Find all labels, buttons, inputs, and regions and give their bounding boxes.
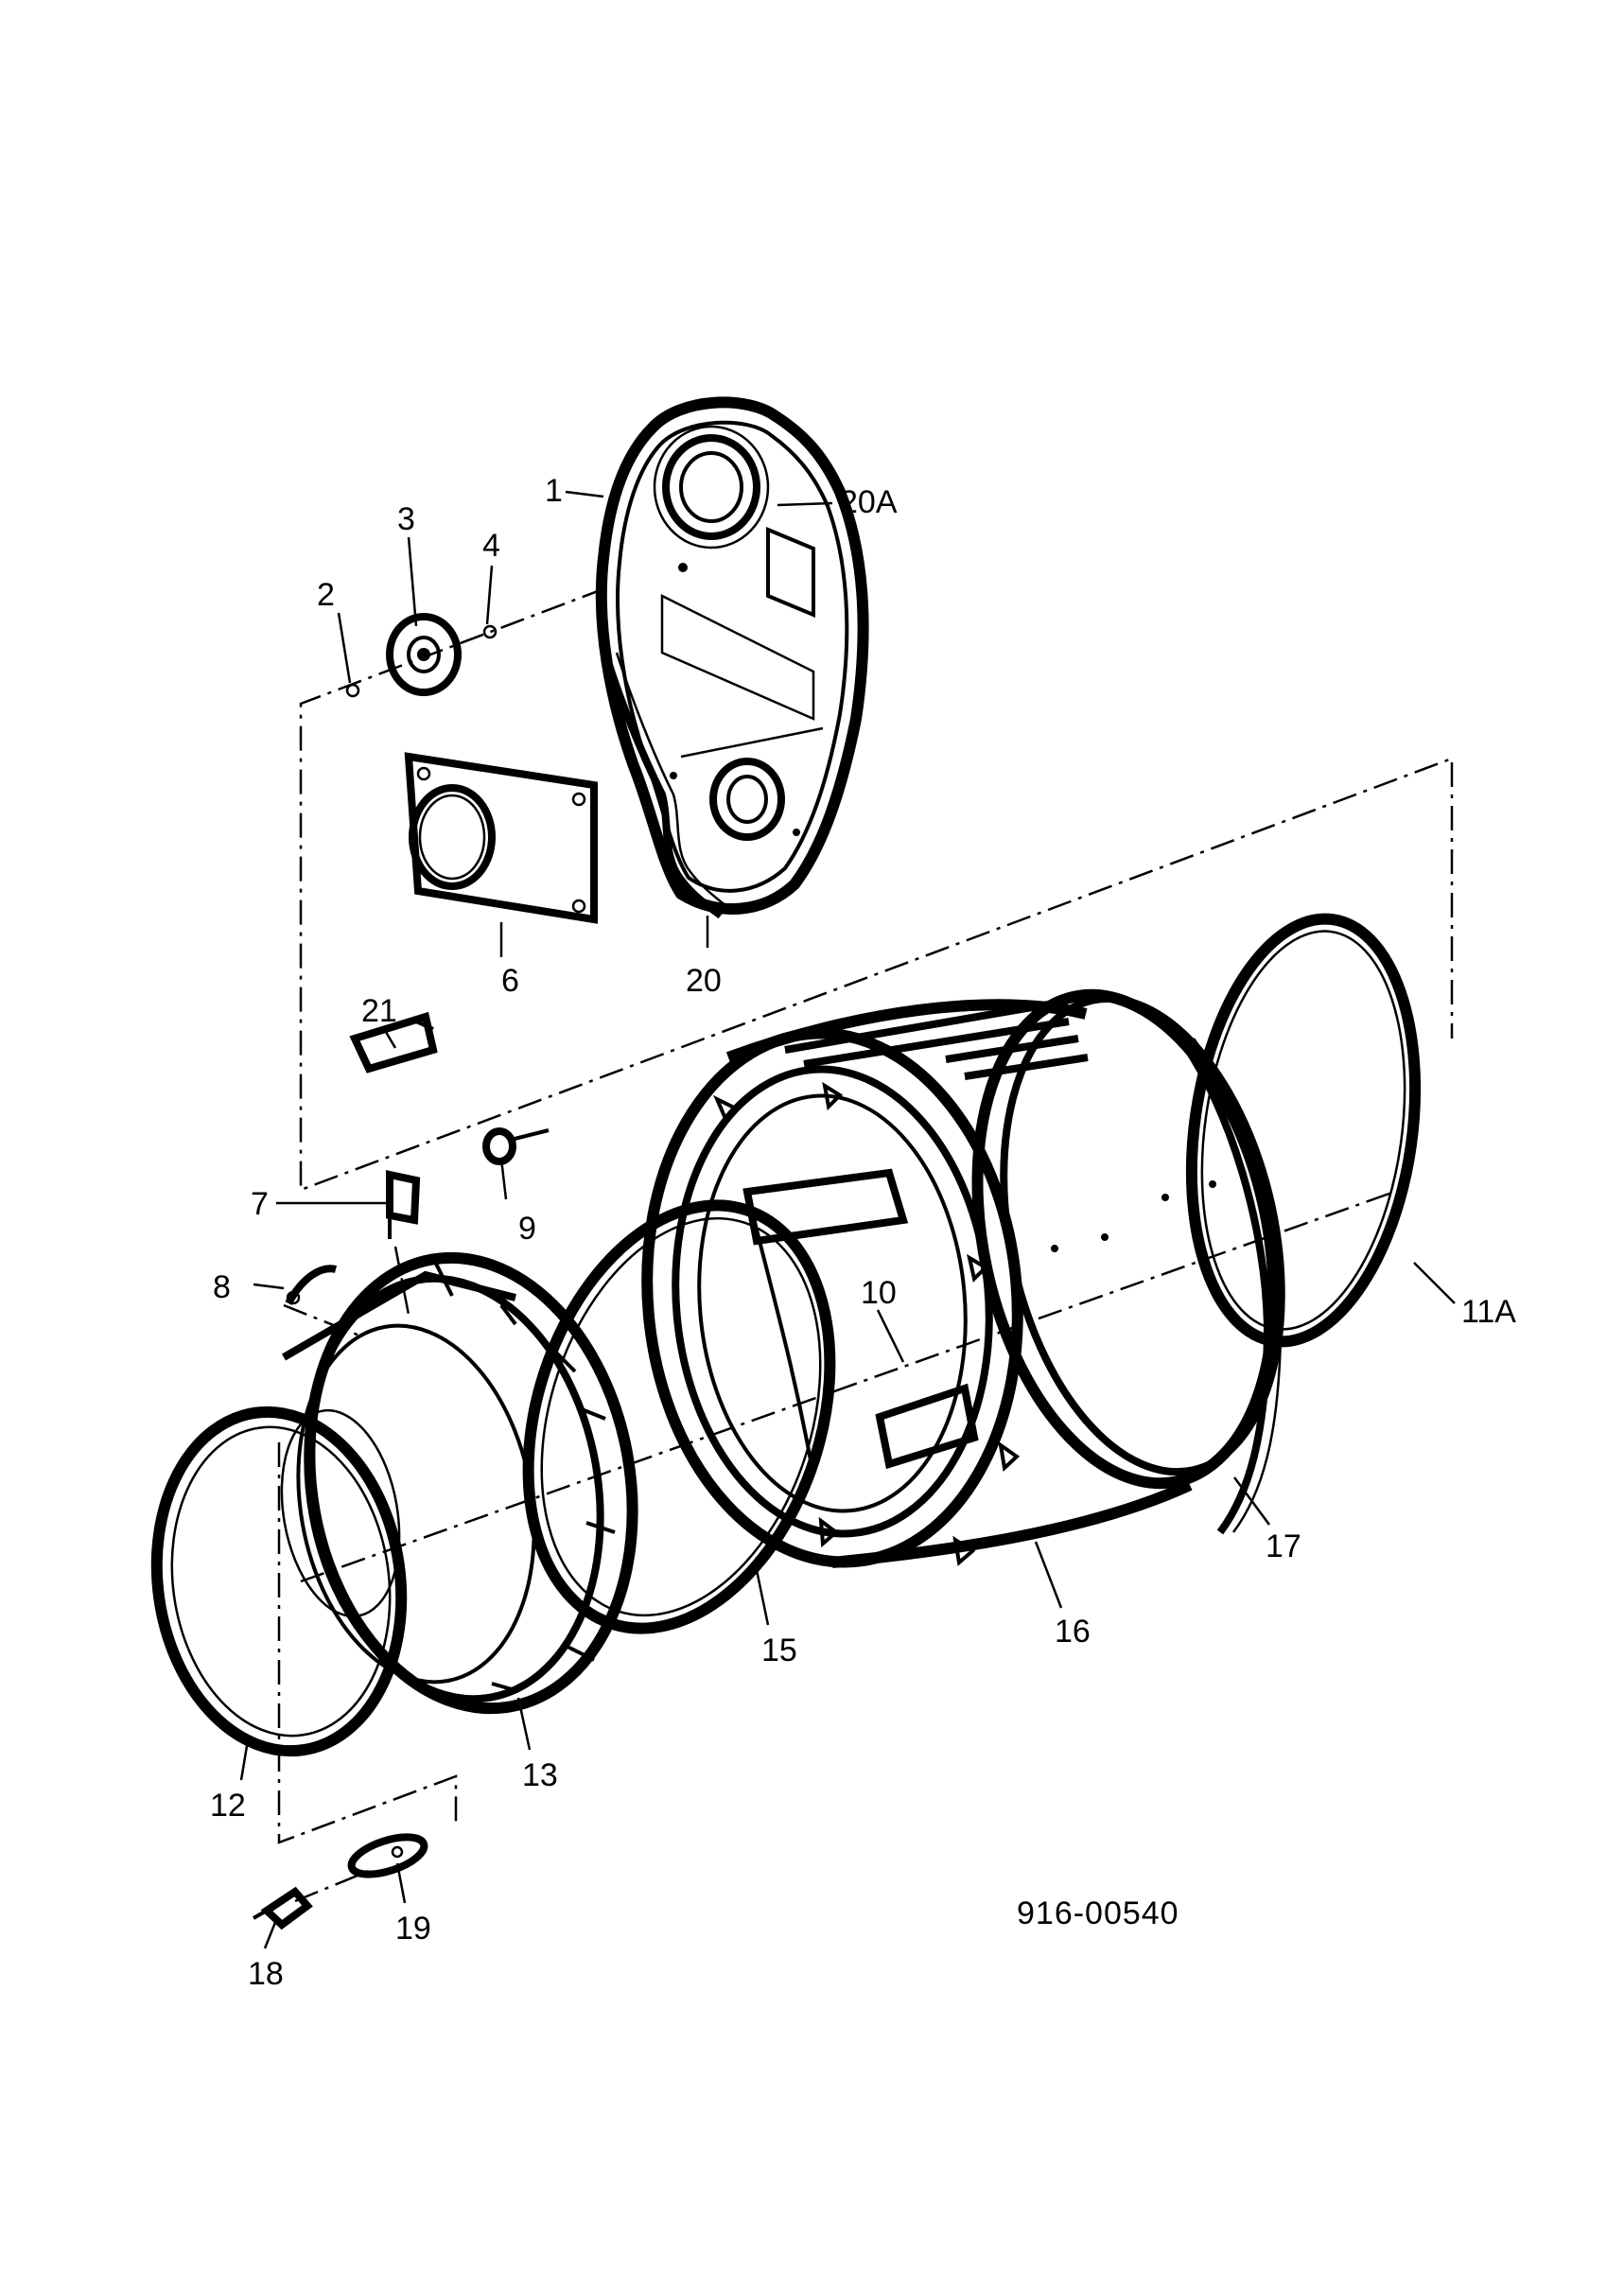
leader-lines: [239, 490, 1456, 1949]
part-sensor-18: [253, 1886, 313, 1930]
part-seal-strip: [602, 651, 727, 919]
callout-3: 3: [397, 501, 415, 537]
callout-17: 17: [1266, 1528, 1301, 1564]
part-clip-8: [285, 1265, 338, 1305]
callout-15: 15: [761, 1633, 797, 1668]
part-switch-7: [386, 1170, 421, 1239]
callout-1: 1: [545, 473, 563, 509]
part-thermostat-9: [482, 1127, 550, 1165]
document-number: 916-00540: [1017, 1895, 1179, 1931]
callout-9: 9: [518, 1211, 536, 1247]
callout-21: 21: [361, 993, 397, 1029]
callout-18: 18: [248, 1956, 284, 1992]
callout-labels: 1 20A 3 4 2 6 20 21 7 9 8 10 11A 17 16 1…: [210, 473, 1516, 1992]
part-switch-21: [349, 1011, 438, 1074]
part-bracket-19: [347, 1833, 428, 1878]
callout-7: 7: [251, 1186, 269, 1222]
part-front-seal-12: [150, 1406, 408, 1757]
callout-20: 20: [686, 963, 722, 999]
callout-8: 8: [213, 1269, 231, 1305]
part-front-bulkhead-13: [280, 1251, 638, 1715]
part-drum-seal-15: [522, 1199, 836, 1634]
callout-10: 10: [861, 1275, 897, 1311]
callout-13: 13: [522, 1757, 558, 1793]
part-rear-drum-seal-17: [1177, 1036, 1283, 1535]
callout-16: 16: [1055, 1614, 1091, 1650]
callout-19: 19: [395, 1911, 431, 1947]
callout-20a: 20A: [840, 484, 898, 520]
callout-12: 12: [210, 1788, 246, 1824]
callout-2: 2: [317, 577, 335, 613]
callout-6: 6: [501, 963, 519, 999]
part-bearing-plate: [345, 613, 498, 698]
part-rear-bulkhead: [595, 396, 869, 915]
callout-4: 4: [482, 528, 500, 564]
part-filter-cover: [404, 752, 598, 924]
callout-11a: 11A: [1461, 1294, 1516, 1330]
part-rear-ring-11a: [1185, 913, 1422, 1348]
